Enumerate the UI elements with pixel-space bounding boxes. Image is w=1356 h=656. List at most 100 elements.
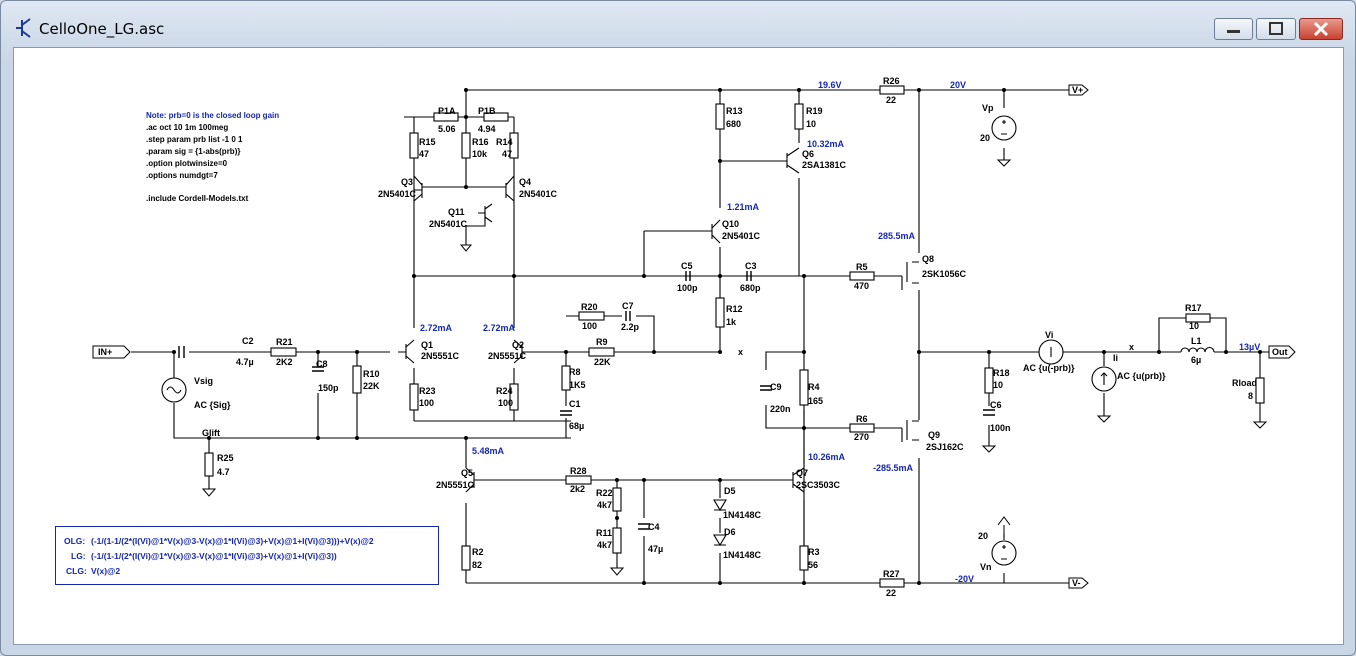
- inductor: [1180, 346, 1215, 353]
- grounds: [201, 159, 1268, 576]
- label-C3-name: C3: [745, 261, 757, 271]
- label-R21-name: R21: [276, 337, 293, 347]
- label-R18-name: R18: [993, 368, 1010, 378]
- label-L1-name: L1: [1191, 336, 1202, 346]
- label-R24-name: R24: [496, 386, 513, 396]
- close-button[interactable]: [1299, 18, 1343, 40]
- label-R12-value: 1k: [726, 317, 737, 327]
- annot-q6-current: 10.32mA: [807, 139, 845, 149]
- label-R14-name: R14: [496, 137, 513, 147]
- spice-directives[interactable]: Note: prb=0 is the closed loop gain .ac …: [146, 110, 279, 205]
- label-R23-name: R23: [419, 386, 436, 396]
- label-R5-value: 470: [854, 281, 869, 291]
- label-P1B-name: P1B: [478, 106, 496, 116]
- sources: [161, 115, 1117, 566]
- port-vneg: V-: [1072, 578, 1081, 588]
- label-C2-name: C2: [242, 336, 254, 346]
- label-R27-name: R27: [883, 569, 900, 579]
- label-Q2-model: 2N5551C: [488, 351, 527, 361]
- label-R25-value: 4.7: [217, 467, 230, 477]
- ports: [92, 84, 1296, 589]
- port-vpos: V+: [1072, 85, 1083, 95]
- meas-lg-name: LG:: [71, 551, 86, 561]
- label-C7-value: 2.2p: [621, 322, 640, 332]
- meas-clg-expr: V(x)@2: [91, 566, 121, 576]
- label-Q5-model: 2N5551C: [436, 480, 475, 490]
- label-Q9-model: 2SJ162C: [926, 442, 964, 452]
- label-R20-name: R20: [581, 302, 598, 312]
- label-C3-value: 680p: [740, 283, 761, 293]
- window-title: CelloOne_LG.asc: [39, 20, 165, 38]
- label-R23-value: 100: [419, 398, 434, 408]
- label-C8-value: 150p: [318, 383, 339, 393]
- label-Q5-name: Q5: [461, 468, 473, 478]
- label-Q10-name: Q10: [722, 219, 739, 229]
- port-in: IN+: [98, 347, 112, 357]
- wires: [131, 89, 1269, 584]
- net-label-glift: Glift: [202, 428, 220, 438]
- net-label-x-right: x: [1129, 342, 1134, 352]
- title-bar[interactable]: CelloOne_LG.asc: [1, 1, 1355, 43]
- label-R3-value: 56: [808, 560, 818, 570]
- label-R16-name: R16: [472, 137, 489, 147]
- label-R4-value: 165: [808, 396, 823, 406]
- transistor-app-icon: [16, 18, 31, 38]
- label-Rload-name: Rload: [1232, 378, 1257, 388]
- directive-note: Note: prb=0 is the closed loop gain: [146, 111, 280, 120]
- label-C4-name: C4: [648, 522, 660, 532]
- annot-20V: 20V: [950, 80, 966, 90]
- label-R10-name: R10: [363, 369, 380, 379]
- label-R28-value: 2k2: [570, 484, 585, 494]
- label-Vp-name: Vp: [982, 103, 994, 113]
- directive-numdgt: .options numdgt=7: [146, 170, 218, 180]
- label-R13-value: 680: [726, 119, 741, 129]
- schematic[interactable]: IN+ Out V+ V- P1A 5.06 P1B 4.94 R15 47 R…: [14, 48, 1343, 644]
- label-R21-value: 2K2: [276, 357, 293, 367]
- schematic-canvas[interactable]: IN+ Out V+ V- P1A 5.06 P1B 4.94 R15 47 R…: [13, 47, 1344, 645]
- label-C1-value: 68µ: [569, 421, 584, 431]
- label-Q4-model: 2N5401C: [519, 189, 558, 199]
- label-Q3-model: 2N5401C: [378, 189, 417, 199]
- label-R18-value: 10: [993, 380, 1003, 390]
- label-R26-name: R26: [883, 76, 900, 86]
- transistors: [398, 147, 919, 493]
- label-C6-value: 100n: [990, 423, 1011, 433]
- annot-q5-current: 5.48mA: [472, 446, 505, 456]
- port-out: Out: [1272, 347, 1288, 357]
- label-Q9-name: Q9: [928, 430, 940, 440]
- label-R22-value: 4k7: [597, 500, 612, 510]
- label-Vn-name: Vn: [980, 562, 992, 572]
- label-Q7-model: 2SC3503C: [796, 480, 841, 490]
- label-D5-model: 1N4148C: [723, 510, 762, 520]
- maximize-button[interactable]: [1256, 18, 1296, 40]
- minimize-button[interactable]: [1214, 18, 1253, 40]
- label-Vp-value: 20: [980, 133, 990, 143]
- directive-include: .include Cordell-Models.txt: [146, 194, 249, 204]
- label-L1-value: 6µ: [1191, 355, 1201, 365]
- label-R25-name: R25: [217, 453, 234, 463]
- maximize-icon: [1269, 22, 1283, 35]
- label-R15-value: 47: [419, 149, 429, 159]
- label-R28-name: R28: [570, 466, 587, 476]
- label-R6-name: R6: [856, 414, 868, 424]
- directive-step: .step param prb list -1 0 1: [146, 134, 243, 144]
- measurement-box[interactable]: OLG: (-1/(1-1/(2*(I(Vi)@1*V(x)@3-V(x)@1*…: [55, 526, 439, 585]
- label-C5-value: 100p: [677, 283, 698, 293]
- label-R4-name: R4: [808, 382, 820, 392]
- label-Vsig-name: Vsig: [194, 376, 213, 386]
- annot-minus-20V: -20V: [955, 574, 974, 584]
- label-Q7-name: Q7: [796, 468, 808, 478]
- label-R26-value: 22: [886, 95, 896, 105]
- directive-plotwinsize: .option plotwinsize=0: [146, 158, 228, 168]
- resistor-bodies: [204, 85, 1265, 588]
- label-P1A-value: 5.06: [438, 124, 456, 134]
- label-R14-value: 47: [502, 149, 512, 159]
- meas-olg-expr: (-1/(1-1/(2*(I(Vi)@1*V(x)@3-V(x)@1*I(Vi)…: [91, 536, 374, 546]
- label-R2-value: 82: [472, 560, 482, 570]
- label-Q8-model: 2SK1056C: [922, 269, 967, 279]
- label-C5-name: C5: [681, 261, 693, 271]
- label-Q8-name: Q8: [922, 254, 934, 264]
- meas-lg-expr: (-1/(1-1/(2*(I(Vi)@1*V(x)@3-V(x)@1*I(Vi)…: [91, 551, 337, 561]
- close-icon: [1313, 21, 1329, 37]
- label-R5-name: R5: [856, 262, 868, 272]
